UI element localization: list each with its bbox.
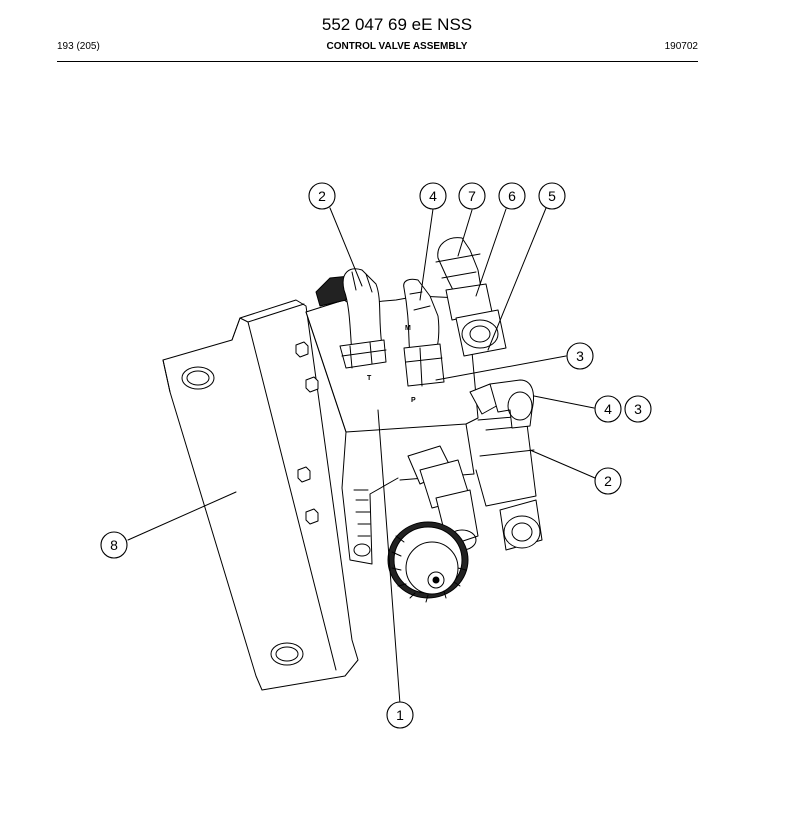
hose-fitting-p	[403, 278, 445, 387]
leader-lines	[127, 207, 596, 705]
elbow-fitting-right	[469, 379, 534, 429]
callout-8: 8	[100, 531, 128, 559]
svg-text:2: 2	[604, 473, 612, 489]
mounting-bracket	[162, 299, 359, 691]
svg-text:8: 8	[110, 537, 118, 553]
callout-2-right: 2	[594, 467, 622, 495]
svg-text:4: 4	[429, 188, 437, 204]
page-title: CONTROL VALVE ASSEMBLY	[326, 41, 468, 52]
document-number: 552 047 69 eE NSS	[321, 15, 473, 34]
svg-text:7: 7	[468, 188, 476, 204]
lower-fittings	[407, 445, 543, 551]
callout-4-right: 4	[594, 395, 622, 423]
header-rule	[57, 61, 698, 62]
svg-text:2: 2	[318, 188, 326, 204]
callout-4-top: 4	[419, 182, 447, 210]
callout-3-mid: 3	[566, 342, 594, 370]
svg-text:6: 6	[508, 188, 516, 204]
svg-text:1: 1	[396, 707, 404, 723]
hose-fitting-t	[315, 268, 387, 369]
callout-1: 1	[386, 701, 414, 729]
callout-5: 5	[538, 182, 566, 210]
callout-3-right: 3	[624, 395, 652, 423]
svg-text:3: 3	[576, 348, 584, 364]
port-label-t: T	[367, 375, 372, 382]
callout-2-top: 2	[308, 182, 336, 210]
svg-text:3: 3	[634, 401, 642, 417]
svg-text:5: 5	[548, 188, 556, 204]
callout-7: 7	[458, 182, 486, 210]
svg-text:4: 4	[604, 401, 612, 417]
callout-6: 6	[498, 182, 526, 210]
date-code: 190702	[664, 41, 698, 52]
port-label-p: P	[411, 397, 416, 404]
callout-balloons: 2 4 7 6 5 3 4 3	[100, 182, 652, 729]
port-label-m: M	[405, 325, 411, 332]
elbow-fitting-top	[435, 237, 507, 357]
hand-knob	[387, 521, 469, 603]
page-reference: 193 (205)	[57, 41, 100, 52]
